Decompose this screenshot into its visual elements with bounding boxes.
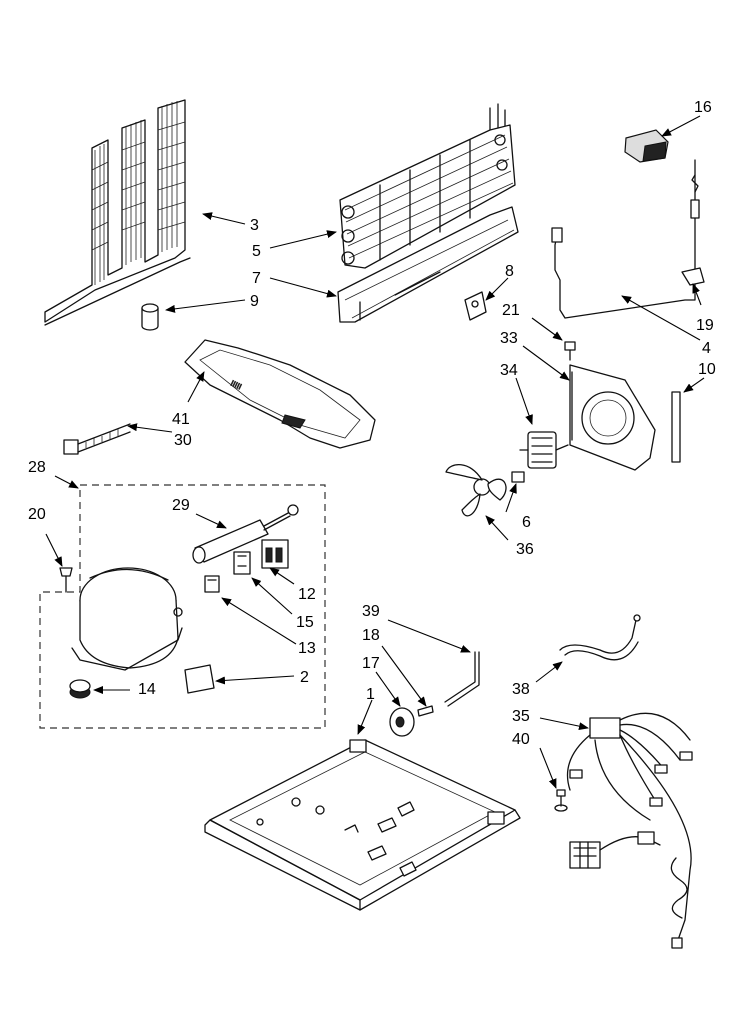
callout-4: 4 — [702, 340, 711, 357]
callout-20: 20 — [28, 506, 46, 523]
drain-pan: IIIII — [184, 339, 376, 449]
compressor-assembly-boundary — [39, 484, 326, 729]
filter-drier — [192, 504, 299, 564]
roller — [389, 707, 415, 737]
callout-39: 39 — [362, 603, 380, 620]
leader-lines — [45, 115, 705, 789]
sensor-clip — [681, 267, 705, 286]
callout-29: 29 — [172, 497, 190, 514]
callout-5: 5 — [252, 243, 261, 260]
ground-screw — [554, 789, 568, 812]
sensor-harness — [551, 159, 700, 319]
drain-trough — [337, 206, 519, 323]
callout-35: 35 — [512, 708, 530, 725]
callout-15: 15 — [296, 614, 314, 631]
compressor — [71, 567, 183, 671]
callout-12: 12 — [298, 586, 316, 603]
condenser-coil — [44, 99, 191, 326]
callout-10: 10 — [698, 361, 716, 378]
callout-40: 40 — [512, 731, 530, 748]
callout-13: 13 — [298, 640, 316, 657]
callout-21: 21 — [502, 302, 520, 319]
callout-7: 7 — [252, 270, 261, 287]
fan-motor — [519, 431, 569, 469]
callout-28: 28 — [28, 459, 46, 476]
callout-14: 14 — [138, 681, 156, 698]
shroud-screw — [564, 341, 576, 361]
callout-3: 3 — [250, 217, 259, 234]
callout-41: 41 — [172, 411, 190, 428]
mounting-screw — [59, 567, 73, 593]
callout-16: 16 — [694, 99, 712, 116]
fan-shroud — [569, 364, 656, 471]
callout-6: 6 — [522, 514, 531, 531]
base-frame — [204, 739, 521, 911]
callout-17: 17 — [362, 655, 380, 672]
foam-strip — [671, 391, 681, 463]
terminal-block — [204, 575, 220, 593]
callout-18: 18 — [362, 627, 380, 644]
capillary-tube — [559, 614, 641, 661]
callout-34: 34 — [500, 362, 518, 379]
callout-labels: 3 5 7 9 16 8 21 33 34 19 4 10 41 30 28 2… — [28, 99, 716, 748]
motor-coupling — [511, 471, 525, 483]
start-relay — [261, 539, 289, 569]
axle-pin — [417, 705, 434, 717]
drain-bracket — [464, 291, 487, 321]
overload-protector — [233, 551, 251, 575]
tubing-cap — [141, 303, 159, 331]
callout-30: 30 — [174, 432, 192, 449]
callout-2: 2 — [300, 669, 309, 686]
callout-19: 19 — [696, 317, 714, 334]
callout-1: 1 — [366, 686, 375, 703]
callout-8: 8 — [505, 263, 514, 280]
callout-38: 38 — [512, 681, 530, 698]
cable-tie — [63, 423, 131, 455]
wiring-harness — [566, 712, 693, 949]
thermistor-cover — [624, 129, 669, 163]
evaporator — [339, 103, 516, 269]
callout-36: 36 — [516, 541, 534, 558]
callout-9: 9 — [250, 293, 259, 310]
run-capacitor — [184, 664, 215, 694]
bent-tube — [444, 651, 480, 707]
callout-33: 33 — [500, 330, 518, 347]
fan-blade — [445, 464, 507, 517]
grommet — [69, 679, 91, 699]
